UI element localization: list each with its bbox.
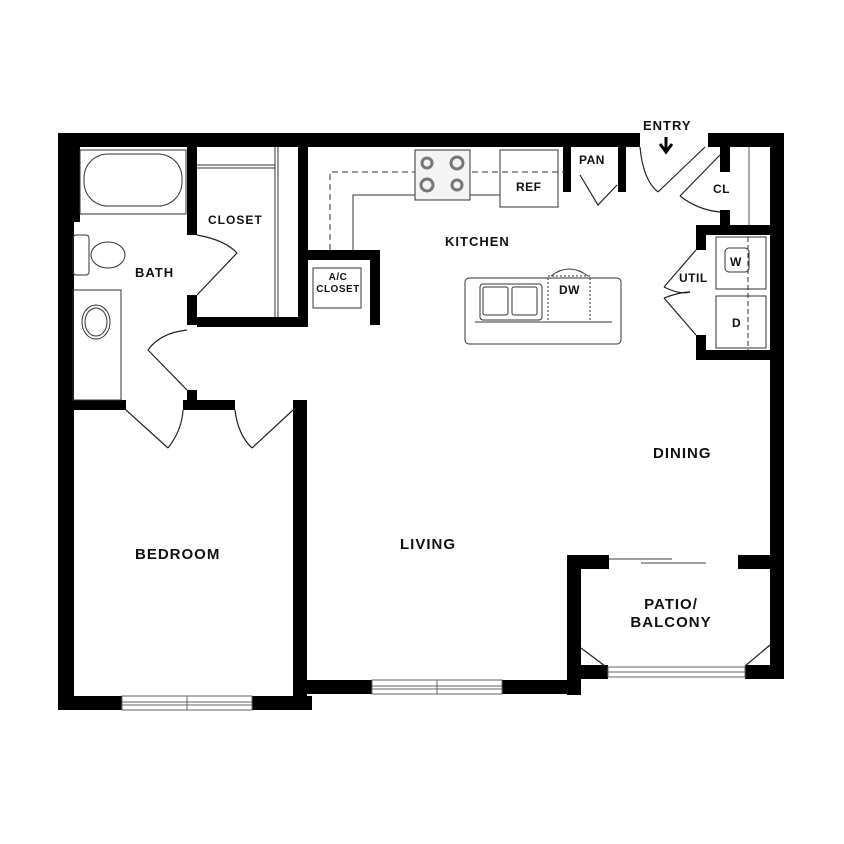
- label-closet: CLOSET: [208, 213, 263, 227]
- label-entry: ENTRY: [643, 118, 692, 133]
- label-dining: DINING: [653, 445, 712, 462]
- label-pantry: PAN: [579, 153, 605, 167]
- label-patio: PATIO/ BALCONY: [630, 596, 712, 631]
- windows: [121, 666, 746, 711]
- label-ac-closet: A/C CLOSET: [316, 272, 360, 295]
- label-washer: W: [730, 255, 742, 269]
- label-living: LIVING: [400, 536, 457, 553]
- label-bedroom: BEDROOM: [135, 546, 221, 563]
- doors: [125, 146, 771, 667]
- label-kitchen: KITCHEN: [445, 234, 510, 249]
- walls: [58, 133, 784, 710]
- label-dishwasher: DW: [559, 283, 580, 297]
- label-utility: UTIL: [679, 271, 708, 285]
- label-closet-entry: CL: [713, 182, 730, 196]
- label-dryer: D: [732, 316, 742, 330]
- label-bath: BATH: [135, 265, 175, 280]
- entry-arrow-icon: [658, 137, 674, 155]
- label-refrigerator: REF: [516, 180, 542, 194]
- fixtures: [72, 147, 767, 401]
